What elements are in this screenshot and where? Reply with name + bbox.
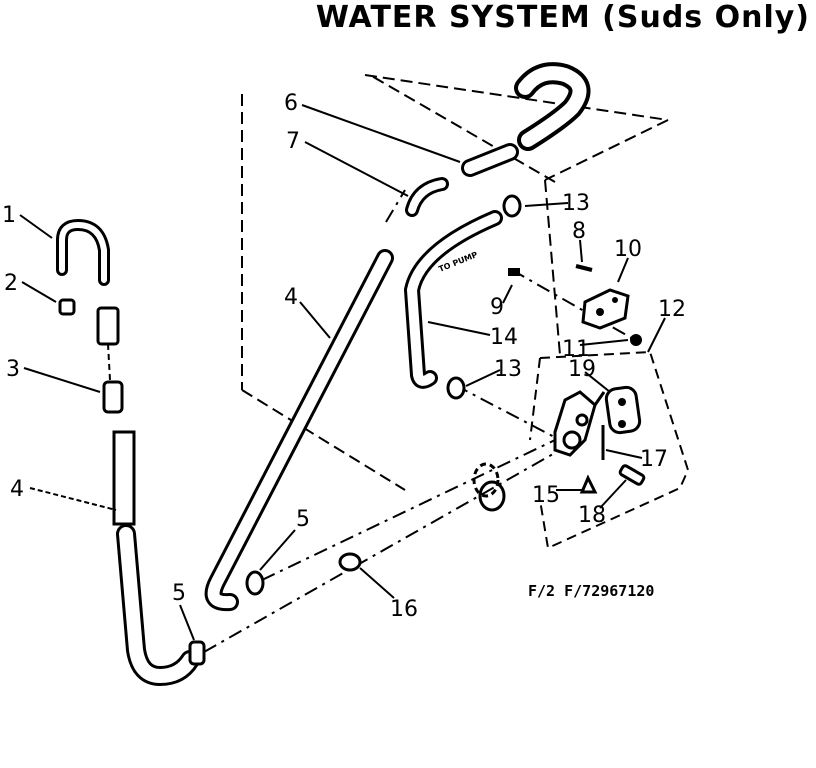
screw-part-9 bbox=[508, 268, 520, 276]
screw-part-18 bbox=[618, 464, 646, 486]
callout-4-left: 4 bbox=[10, 477, 24, 502]
screw-part-15 bbox=[579, 474, 598, 494]
hose-part-14 bbox=[403, 210, 503, 389]
callout-11: 11 bbox=[562, 337, 590, 362]
clip-part-16 bbox=[338, 552, 362, 572]
valve-bracket-outline bbox=[529, 350, 690, 550]
grommet-part-upper bbox=[472, 462, 500, 498]
connector-line bbox=[107, 343, 111, 381]
callout-18: 18 bbox=[578, 503, 606, 528]
callout-8: 8 bbox=[572, 219, 586, 244]
callout-16: 16 bbox=[390, 597, 418, 622]
screw-part-8 bbox=[575, 264, 593, 272]
callout-10: 10 bbox=[614, 237, 642, 262]
leader-lines bbox=[19, 104, 666, 641]
grommet-part-lower bbox=[478, 480, 506, 512]
plate-part-19 bbox=[604, 385, 642, 435]
callout-13-lower: 13 bbox=[494, 357, 522, 382]
connector-part-3 bbox=[102, 380, 124, 414]
callout-15: 15 bbox=[532, 483, 560, 508]
nut-part-11 bbox=[630, 334, 642, 346]
callout-17: 17 bbox=[640, 447, 668, 472]
callout-4-center: 4 bbox=[284, 285, 298, 310]
hose-part-4-left bbox=[112, 430, 200, 687]
elbow-part-7 bbox=[405, 177, 449, 217]
coupling-part bbox=[96, 306, 120, 346]
clamp-part-5-upper bbox=[245, 570, 265, 596]
callout-3: 3 bbox=[6, 357, 20, 382]
cabinet-outline bbox=[241, 74, 669, 491]
hose-part-4-center bbox=[204, 249, 394, 612]
clamp-part-13-lower bbox=[446, 376, 466, 400]
callout-2: 2 bbox=[4, 271, 18, 296]
callout-9: 9 bbox=[490, 295, 504, 320]
callout-19: 19 bbox=[568, 357, 596, 382]
callout-5-lower: 5 bbox=[172, 581, 186, 606]
callout-6: 6 bbox=[284, 91, 298, 116]
clamp-part-5-lower bbox=[188, 640, 206, 666]
callout-13-upper: 13 bbox=[562, 191, 590, 216]
assembly-guide-lines bbox=[203, 189, 636, 653]
valve-assembly bbox=[553, 390, 606, 457]
hose-part-1-inner bbox=[59, 221, 107, 283]
clamp-part-2 bbox=[58, 298, 76, 316]
callout-1: 1 bbox=[2, 203, 16, 228]
callout-7: 7 bbox=[286, 129, 300, 154]
bracket-part-10 bbox=[581, 288, 630, 330]
top-u-hose bbox=[514, 62, 591, 151]
clamp-part-13-upper bbox=[502, 194, 522, 218]
callouts: 1 2 3 4 4 5 5 6 7 8 9 10 11 12 13 13 14 … bbox=[2, 91, 686, 622]
callout-12: 12 bbox=[658, 297, 686, 322]
callout-14: 14 bbox=[490, 325, 518, 350]
callout-5-upper: 5 bbox=[296, 507, 310, 532]
hose-part-6 bbox=[461, 143, 519, 177]
diagram-title: WATER SYSTEM (Suds Only) bbox=[315, 0, 810, 35]
part-reference-number: F/2 F/72967120 bbox=[528, 582, 654, 600]
